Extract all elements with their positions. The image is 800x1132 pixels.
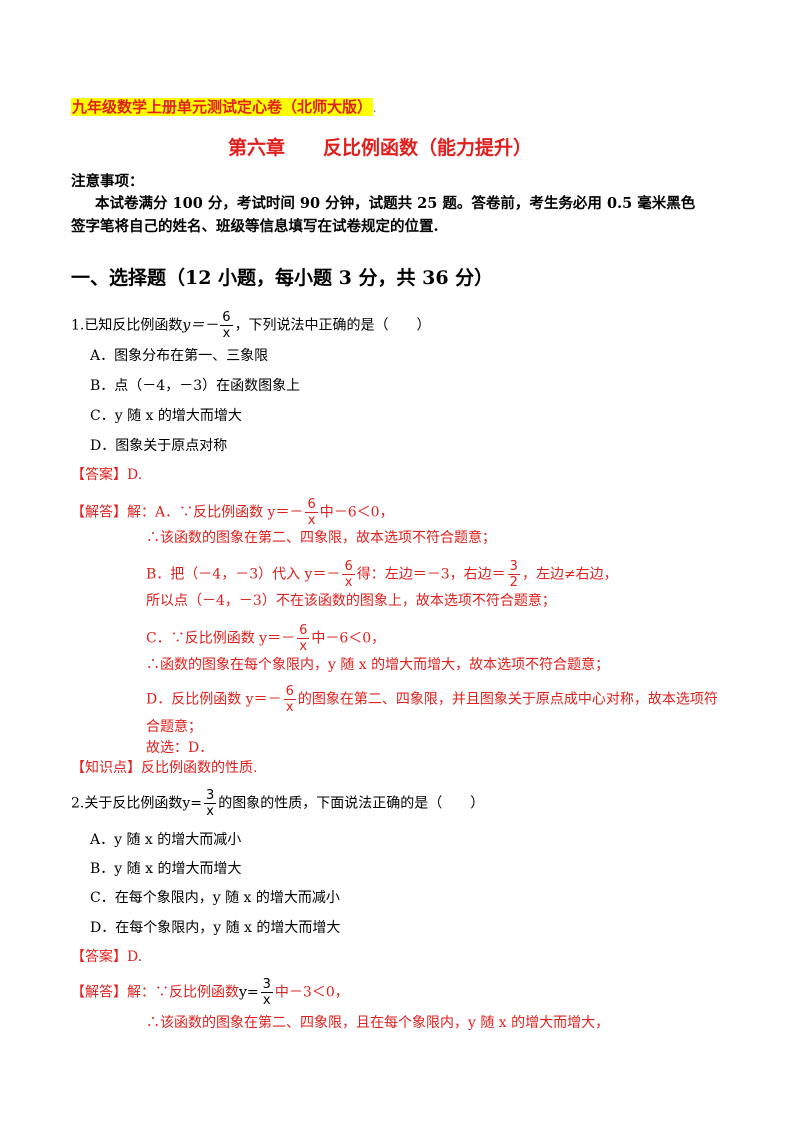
q2-stem-after: 的图象的性质，下面说法正确的是（ ） xyxy=(218,795,485,812)
q2-sol-3: ∴该函数的图象在第二、四象限，且在每个象限内，y 随 x 的增大而增大， xyxy=(146,1015,610,1031)
notice-line-2: 签字笔将自己的姓名、班级等信息填写在试卷规定的位置. xyxy=(71,218,439,235)
section-title: 一、选择题（12 小题，每小题 3 分，共 36 分） xyxy=(71,267,494,289)
q1-sol-b-3: ，左边≠右边， xyxy=(521,566,618,583)
q2-answer: 【答案】D. xyxy=(71,949,143,965)
q1-sol-c-3: ∴函数的图象在每个象限内，y 随 x 的增大而增大，故本选项不符合题意； xyxy=(146,657,610,673)
q2-sol-label: 【解答】解： xyxy=(71,984,155,1001)
q1-sol-b-num: 6 xyxy=(342,559,355,575)
q2-option-a: A．y 随 x 的增大而减小 xyxy=(90,832,242,848)
q1-answer: 【答案】D. xyxy=(71,467,143,483)
q2-sol-2: 中－3＜0， xyxy=(274,984,349,1001)
q1-option-a: A．图象分布在第一、三象限 xyxy=(90,348,269,364)
q2-func: y= xyxy=(182,795,202,812)
q1-sol-b-den-2: 2 xyxy=(509,575,518,590)
q2-stem-before: 2.关于反比例函数 xyxy=(71,795,183,812)
q1-sol-b-1: B．把（－4，－3）代入 y＝－ xyxy=(146,566,341,583)
q1-sol-b-num-2: 3 xyxy=(507,559,520,575)
q1-choice: 故选：D． xyxy=(146,740,214,756)
q1-sol-c-num: 6 xyxy=(297,623,310,639)
q1-frac-num: 6 xyxy=(220,310,233,326)
q1-sol-d-3: 合题意； xyxy=(146,719,202,735)
q2-option-c: C．在每个象限内，y 随 x 的增大而减小 xyxy=(90,890,340,906)
q1-sol-c-1: C．∵反比例函数 y＝－ xyxy=(146,630,296,647)
q1-sol-label: 【解答】解： xyxy=(71,504,155,521)
q1-sol-b-den: x xyxy=(344,575,353,590)
q1-sol-a-1: A．∵反比例函数 y＝－ xyxy=(155,504,304,521)
notice-line-1: 本试卷满分 100 分，考试时间 90 分钟，试题共 25 题。答卷前，考生务必… xyxy=(95,195,696,212)
q1-stem-before: 1.已知反比例函数 xyxy=(71,317,183,334)
q1-sol-d-1: D．反比例函数 y＝－ xyxy=(146,691,282,708)
q1-sol-a-2: 中－6＜0， xyxy=(319,504,394,521)
q1-sol-c-den: x xyxy=(299,639,308,654)
chapter-title: 第六章 反比例函数（能力提升） xyxy=(228,137,533,159)
q1-sol-d-num: 6 xyxy=(283,684,296,700)
q1-sol-d-den: x xyxy=(285,700,294,715)
q1-sol-a-3: ∴该函数的图象在第二、四象限，故本选项不符合题意； xyxy=(146,530,496,546)
banner-text: 九年级数学上册单元测试定心卷（北师大版） xyxy=(71,98,374,116)
q2-frac-num: 3 xyxy=(204,788,217,804)
q2-frac-den: x xyxy=(206,804,214,819)
q1-sol-a-num: 6 xyxy=(305,497,318,513)
q2-sol-den: x xyxy=(262,993,271,1008)
q1-sol-d-2: 的图象在第二、四象限，并且图象关于原点成中心对称，故本选项符 xyxy=(297,691,718,708)
banner: 九年级数学上册单元测试定心卷（北师大版）. xyxy=(71,98,377,116)
q1-sol-c-2: 中－6＜0， xyxy=(311,630,386,647)
q2-option-d: D．在每个象限内，y 随 x 的增大而增大 xyxy=(90,920,341,936)
q1-sol-b-4: 所以点（－4，－3）不在该函数的图象上，故本选项不符合题意； xyxy=(146,593,556,609)
q1-option-d: D．图象关于原点对称 xyxy=(90,438,228,454)
q2-sol-1: ∵反比例函数 xyxy=(155,984,239,1001)
q1-func: y＝－ xyxy=(182,317,219,334)
q1-knowledge: 【知识点】反比例函数的性质. xyxy=(71,760,258,776)
q1-option-c: C．y 随 x 的增大而增大 xyxy=(90,408,242,424)
q1-option-b: B．点（－4，－3）在函数图象上 xyxy=(90,378,301,394)
q1-sol-a-den: x xyxy=(307,513,316,528)
q1-stem-after: ，下列说法中正确的是（ ） xyxy=(234,317,431,334)
notice-heading: 注意事项： xyxy=(71,173,144,190)
q2-sol-num: 3 xyxy=(260,977,273,993)
q2-sol-func: y= xyxy=(239,984,259,1001)
q1-sol-b-2: 得：左边＝－3，右边＝ xyxy=(356,566,506,583)
q2-option-b: B．y 随 x 的增大而增大 xyxy=(90,861,242,877)
q1-frac-den: x xyxy=(222,326,231,341)
